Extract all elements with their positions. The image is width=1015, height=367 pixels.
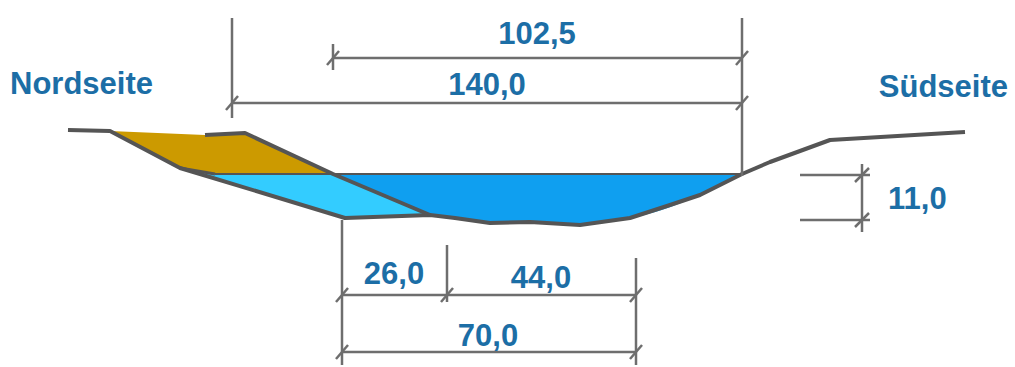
dam-base [180, 168, 215, 174]
dimension-value: 11,0 [888, 183, 947, 214]
dimension-value: 70,0 [458, 320, 518, 351]
dimension-value: 140,0 [448, 69, 526, 100]
dam-fill [110, 131, 333, 174]
water-level-line [333, 173, 742, 175]
side-label: Nordseite [10, 68, 153, 99]
terrain-line [68, 130, 965, 225]
water-level-line [215, 173, 333, 175]
side-label: Südseite [879, 71, 1008, 102]
dimension-value: 26,0 [364, 258, 424, 289]
dimension-lines [226, 18, 870, 365]
dimension-value: 44,0 [511, 262, 571, 293]
dimension-value: 102,5 [498, 18, 576, 49]
